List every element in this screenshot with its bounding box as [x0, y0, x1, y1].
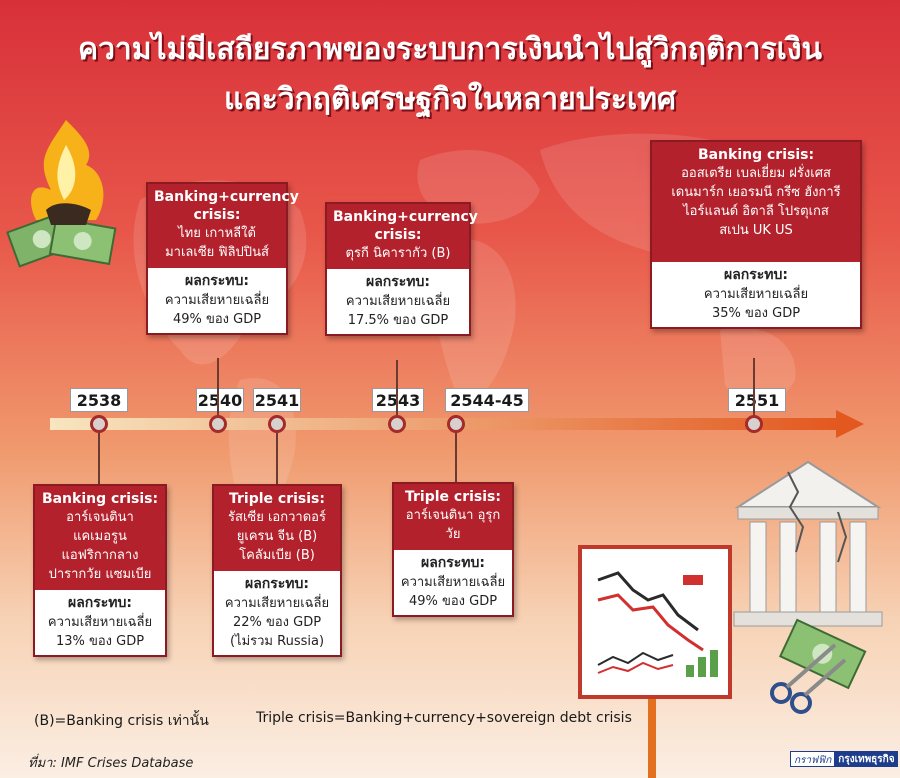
- stem-2541: [276, 433, 278, 485]
- event-2544-impact-value: 49% ของ GDP: [408, 594, 498, 609]
- event-2538-countries-3: ปารากวัย แซมเบีย: [48, 567, 152, 582]
- event-2540-countries-1: ไทย เกาหลีใต้: [178, 226, 256, 241]
- event-2541-countries-1: รัสเซีย เอกวาดอร์: [228, 510, 326, 525]
- stem-2538: [98, 433, 100, 485]
- event-2551-countries-2: เดนมาร์ก เยอรมนี กรีซ ฮังการี: [671, 185, 841, 200]
- event-2551-countries-3: ไอร์แลนด์ อิตาลี โปรตุเกส: [683, 204, 829, 219]
- event-2544-impact-text: ความเสียหายเฉลี่ย: [400, 575, 506, 590]
- event-card-2544-45: Triple crisis: อาร์เจนตินา อุรุกวัย ผลกร…: [392, 482, 514, 617]
- event-2551-countries-4: สเปน UK US: [719, 223, 793, 238]
- event-card-2551: Banking crisis: ออสเตรีย เบลเยี่ยม ฝรั่ง…: [650, 140, 862, 329]
- event-2541-impact-note: (ไม่รวม Russia): [229, 634, 325, 649]
- year-2543-label: 2543: [372, 388, 424, 412]
- brand-graphic-label: กราฟฟิก: [790, 751, 836, 767]
- event-2544-countries-1: อาร์เจนตินา อุรุกวัย: [405, 508, 501, 542]
- title-line-2: และวิกฤติเศรษฐกิจในหลายประเทศ: [223, 82, 677, 117]
- year-2538-label: 2538: [70, 388, 128, 412]
- event-2541-impact-label: ผลกระทบ:: [244, 576, 309, 592]
- year-2540-label: 2540: [196, 388, 244, 412]
- event-2538-impact-label: ผลกระทบ:: [67, 595, 132, 611]
- timeline-node-2543: [388, 415, 406, 433]
- event-2543-impact-label: ผลกระทบ:: [365, 274, 430, 290]
- event-2551-impact-text: ความเสียหายเฉลี่ย: [703, 287, 809, 302]
- declining-chart-board-icon: [578, 545, 732, 778]
- event-card-2538: Banking crisis: อาร์เจนตินา แคเมอรูน แอฟ…: [33, 484, 167, 657]
- event-2551-impact-label: ผลกระทบ:: [723, 267, 788, 283]
- source-note: ที่มา: IMF Crises Database: [28, 756, 194, 771]
- burning-money-icon: [6, 120, 117, 268]
- stem-2543: [396, 360, 398, 415]
- event-2541-countries-2: ยูเครน จีน (B): [236, 529, 318, 544]
- banking-only-note: (B)=Banking crisis เท่านั้น: [34, 713, 209, 729]
- event-2543-impact-text: ความเสียหายเฉลี่ย: [345, 294, 451, 309]
- stem-2540: [217, 358, 219, 415]
- triple-crisis-definition: Triple crisis=Banking+currency+sovereign…: [256, 710, 632, 726]
- stem-2551: [753, 358, 755, 415]
- year-2551-label: 2551: [728, 388, 786, 412]
- publisher-brand: กราฟฟิก กรุงเทพธุรกิจ: [790, 751, 898, 767]
- event-2543-heading: Banking+currency crisis:: [333, 209, 478, 243]
- event-2538-impact-value: 13% ของ GDP: [55, 634, 145, 649]
- scissors-cutting-money-icon: [770, 618, 867, 714]
- timeline-node-2540: [209, 415, 227, 433]
- event-2538-impact-text: ความเสียหายเฉลี่ย: [47, 615, 153, 630]
- timeline-arrow: [50, 410, 864, 438]
- event-2538-countries-2: แอฟริกากลาง: [61, 548, 139, 563]
- timeline-node-2551: [745, 415, 763, 433]
- event-2541-countries-3: โคลัมเบีย (B): [239, 548, 315, 563]
- event-2541-impact-value: 22% ของ GDP: [232, 615, 322, 630]
- event-2551-countries-1: ออสเตรีย เบลเยี่ยม ฝรั่งเศส: [681, 166, 831, 181]
- event-2540-impact-text: ความเสียหายเฉลี่ย: [164, 293, 270, 308]
- event-2540-heading: Banking+currency crisis:: [154, 189, 299, 223]
- event-2541-impact-text: ความเสียหายเฉลี่ย: [224, 596, 330, 611]
- event-2551-impact-value: 35% ของ GDP: [711, 306, 801, 321]
- event-2540-impact-label: ผลกระทบ:: [184, 273, 249, 289]
- timeline-node-2544-45: [447, 415, 465, 433]
- event-card-2541: Triple crisis: รัสเซีย เอกวาดอร์ ยูเครน …: [212, 484, 342, 657]
- event-card-2543: Banking+currency crisis: ตุรกี นิคารากัว…: [325, 202, 478, 336]
- year-2544-45-label: 2544-45: [445, 388, 529, 412]
- timeline-node-2541: [268, 415, 286, 433]
- event-2544-heading: Triple crisis:: [405, 489, 501, 505]
- event-2543-impact-value: 17.5% ของ GDP: [347, 313, 449, 328]
- event-card-2540: Banking+currency crisis: ไทย เกาหลีใต้ ม…: [146, 182, 299, 335]
- year-2541-label: 2541: [253, 388, 301, 412]
- event-2538-heading: Banking crisis:: [41, 491, 159, 507]
- event-2543-countries-1: ตุรกี นิคารากัว (B): [345, 246, 451, 261]
- event-2544-impact-label: ผลกระทบ:: [420, 555, 485, 571]
- timeline-node-2538: [90, 415, 108, 433]
- brand-name: กรุงเทพธุรกิจ: [835, 751, 898, 767]
- title-line-1: ความไม่มีเสถียรภาพของระบบการเงินนำไปสู่ว…: [78, 32, 822, 67]
- event-2540-impact-value: 49% ของ GDP: [172, 312, 262, 327]
- stem-2544-45: [455, 433, 457, 483]
- event-2551-heading: Banking crisis:: [697, 147, 815, 163]
- event-2540-countries-2: มาเลเซีย ฟิลิปปินส์: [165, 245, 269, 260]
- event-2541-heading: Triple crisis:: [229, 491, 325, 507]
- event-2538-countries-1: อาร์เจนตินา แคเมอรูน: [66, 510, 134, 544]
- crumbling-bank-icon: [733, 460, 883, 627]
